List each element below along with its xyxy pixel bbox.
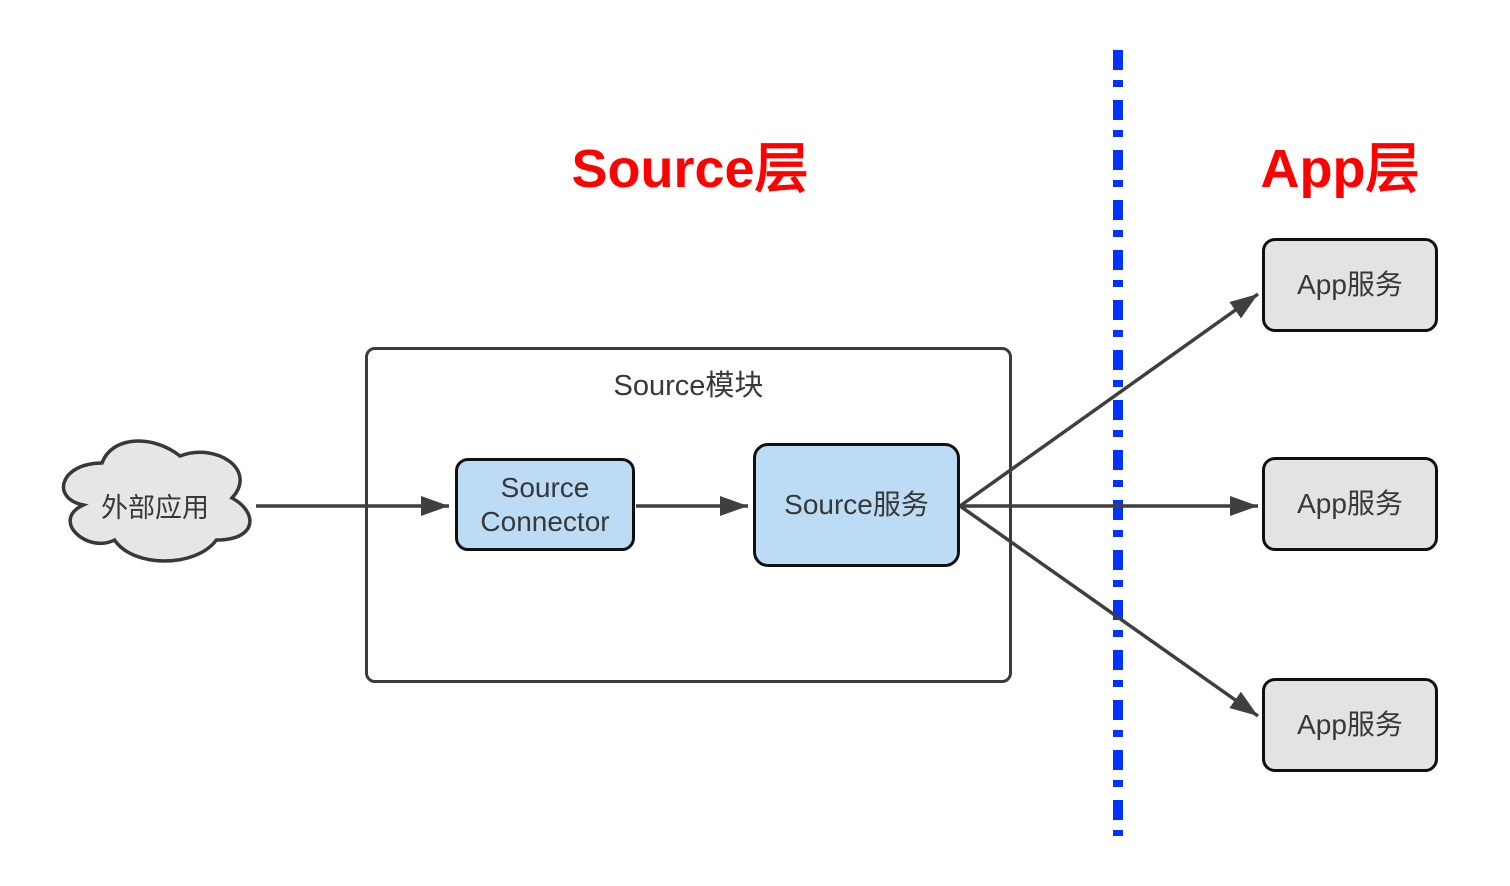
source-module-label: Source模块 [613,370,764,402]
external-app-node-label: 外部应用 [101,493,209,523]
source-connector-node: Source Connector [455,458,635,551]
app-service-node-2: App服务 [1262,457,1438,551]
app-layer-title: App层 [1260,139,1420,199]
layer-divider-line [1113,50,1123,836]
app-service-node-3: App服务 [1262,678,1438,772]
source-service-node: Source服务 [753,443,960,567]
source-layer-title: Source层 [571,139,809,199]
app-service-node-1: App服务 [1262,238,1438,332]
